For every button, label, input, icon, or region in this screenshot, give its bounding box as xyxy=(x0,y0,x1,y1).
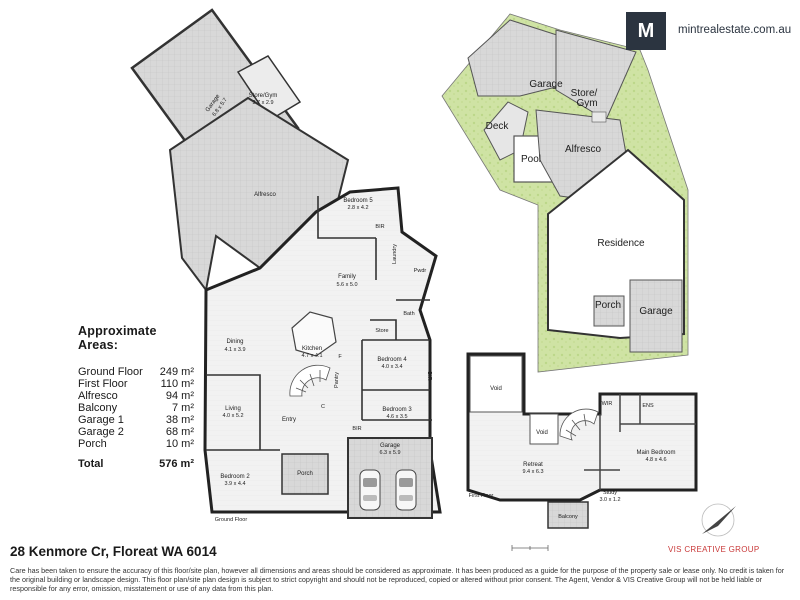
retreat-dims: 9.4 x 6.3 xyxy=(522,469,543,475)
car-icon xyxy=(395,469,417,511)
porch-area xyxy=(281,453,329,495)
balcony-label: Balcony xyxy=(558,514,578,520)
store-label: Store xyxy=(375,328,388,334)
car-icon xyxy=(359,469,381,511)
area-row: Balcony 7 m² xyxy=(78,402,194,414)
areas-heading: Approximate Areas: xyxy=(78,324,157,352)
area-row: First Floor 110 m² xyxy=(78,378,194,390)
store-gym-dims: 3.7 x 2.9 xyxy=(252,100,273,106)
kitchen-dims: 4.7 x 4.1 xyxy=(301,353,322,359)
living-dims: 4.0 x 5.2 xyxy=(222,413,243,419)
void-top-label: Void xyxy=(490,386,502,392)
scale-bar xyxy=(511,545,549,551)
area-total-row: Total 576 m² xyxy=(78,458,194,470)
bir-side-label: BIR xyxy=(426,371,432,380)
bedroom5-dims: 2.8 x 4.2 xyxy=(347,205,368,211)
area-label: Balcony xyxy=(78,402,118,414)
family-label: Family xyxy=(338,274,356,280)
area-total-label: Total xyxy=(78,458,104,470)
bedroom2-label: Bedroom 2 xyxy=(220,474,250,480)
area-label: Porch xyxy=(78,438,107,450)
site-alfresco-label: Alfresco xyxy=(565,144,602,155)
area-label: Ground Floor xyxy=(78,366,143,378)
ground-floor-label: Ground Floor xyxy=(215,517,248,523)
site-garage-top-label: Garage xyxy=(529,79,563,90)
site-pool-label: Pool xyxy=(521,154,541,165)
site-garage-bottom-label: Garage xyxy=(639,306,673,317)
area-row: Garage 2 68 m² xyxy=(78,426,194,438)
site-porch-label: Porch xyxy=(595,300,621,311)
area-value: 110 m² xyxy=(160,378,194,390)
bedroom4-label: Bedroom 4 xyxy=(377,357,407,363)
first-floor-staircase xyxy=(559,408,599,441)
area-row: Alfresco 94 m² xyxy=(78,390,194,402)
garage-bottom-dims: 6.3 x 5.9 xyxy=(379,450,400,456)
bedroom2-dims: 3.9 x 4.4 xyxy=(224,481,245,487)
fridge-label: F xyxy=(338,354,342,360)
ens-label: ENS xyxy=(642,403,654,409)
area-row: Ground Floor 249 m² xyxy=(78,366,194,378)
area-label: First Floor xyxy=(78,378,128,390)
dining-label: Dining xyxy=(226,339,243,345)
first-floor-label: First Floor xyxy=(469,493,494,499)
approximate-areas-panel: Approximate Areas: Ground Floor 249 m² Fi… xyxy=(78,324,194,470)
north-arrow-icon xyxy=(701,503,736,537)
pwdr-label: Pwdr xyxy=(414,268,427,274)
site-deck-label: Deck xyxy=(486,121,510,132)
brand-logo: M xyxy=(626,12,666,50)
area-row: Porch 10 m² xyxy=(78,438,194,450)
designer-credit: VIS CREATIVE GROUP xyxy=(668,545,760,554)
brand-website: mintrealestate.com.au xyxy=(678,24,792,36)
balcony-area xyxy=(547,501,589,529)
wir-label: WIR xyxy=(602,401,613,407)
bedroom5-label: Bedroom 5 xyxy=(343,198,373,204)
area-value: 38 m² xyxy=(165,414,194,426)
area-row: Garage 1 38 m² xyxy=(78,414,194,426)
area-label: Garage 1 xyxy=(78,414,124,426)
main-bedroom-label: Main Bedroom xyxy=(636,450,675,456)
bedroom4-dims: 4.0 x 3.4 xyxy=(381,364,402,370)
area-value: 94 m² xyxy=(165,390,194,402)
property-address: 28 Kenmore Cr, Floreat WA 6014 xyxy=(10,544,217,559)
kitchen-label: Kitchen xyxy=(302,346,322,352)
site-store-gym-label: Store/ xyxy=(571,88,598,99)
area-label: Alfresco xyxy=(78,390,118,402)
main-bedroom-dims: 4.8 x 4.6 xyxy=(645,457,666,463)
bedroom3-dims: 4.6 x 3.5 xyxy=(386,414,407,420)
bir-top-label: BIR xyxy=(375,224,384,230)
pantry-label: Pantry xyxy=(334,372,340,388)
disclaimer-text: Care has been taken to ensure the accura… xyxy=(10,566,785,593)
store-gym-label: Store/Gym xyxy=(249,93,278,99)
study-label: Study xyxy=(603,490,617,496)
family-dims: 5.6 x 5.0 xyxy=(336,282,357,288)
cupboard-label: C xyxy=(321,404,325,410)
site-store-gym-label-2: Gym xyxy=(576,98,597,109)
living-label: Living xyxy=(225,406,241,412)
staircase xyxy=(289,364,331,397)
area-value: 10 m² xyxy=(165,438,194,450)
area-value: 68 m² xyxy=(165,426,194,438)
site-plan: Garage Store/ Gym Deck Pool Alfresco Res… xyxy=(441,13,689,373)
garage-bottom-label: Garage xyxy=(380,443,401,449)
area-value: 249 m² xyxy=(159,366,194,378)
first-floor-plan: Void Void WIR ENS Retreat 9.4 x 6.3 Main… xyxy=(466,352,698,529)
area-label: Garage 2 xyxy=(78,426,124,438)
study-dims: 3.0 x 1.2 xyxy=(599,497,620,503)
retreat-label: Retreat xyxy=(523,462,543,468)
void-mid-label: Void xyxy=(536,430,548,436)
laundry-label: Laundry xyxy=(392,244,398,264)
dining-dims: 4.1 x 3.9 xyxy=(224,347,245,353)
entry-label: Entry xyxy=(282,417,296,423)
area-total-value: 576 m² xyxy=(159,458,194,470)
site-residence-label: Residence xyxy=(597,238,645,249)
ground-floor-plan: Garage 6.8 x 5.7 Store/Gym 3.7 x 2.9 Alf… xyxy=(130,8,442,523)
bir-mid-label: BIR xyxy=(352,426,361,432)
area-value: 7 m² xyxy=(172,402,194,414)
alfresco-label: Alfresco xyxy=(254,192,276,198)
bath-label: Bath xyxy=(403,311,414,317)
bedroom3-label: Bedroom 3 xyxy=(382,407,412,413)
porch-label: Porch xyxy=(297,471,313,477)
kitchen-island xyxy=(291,311,337,357)
